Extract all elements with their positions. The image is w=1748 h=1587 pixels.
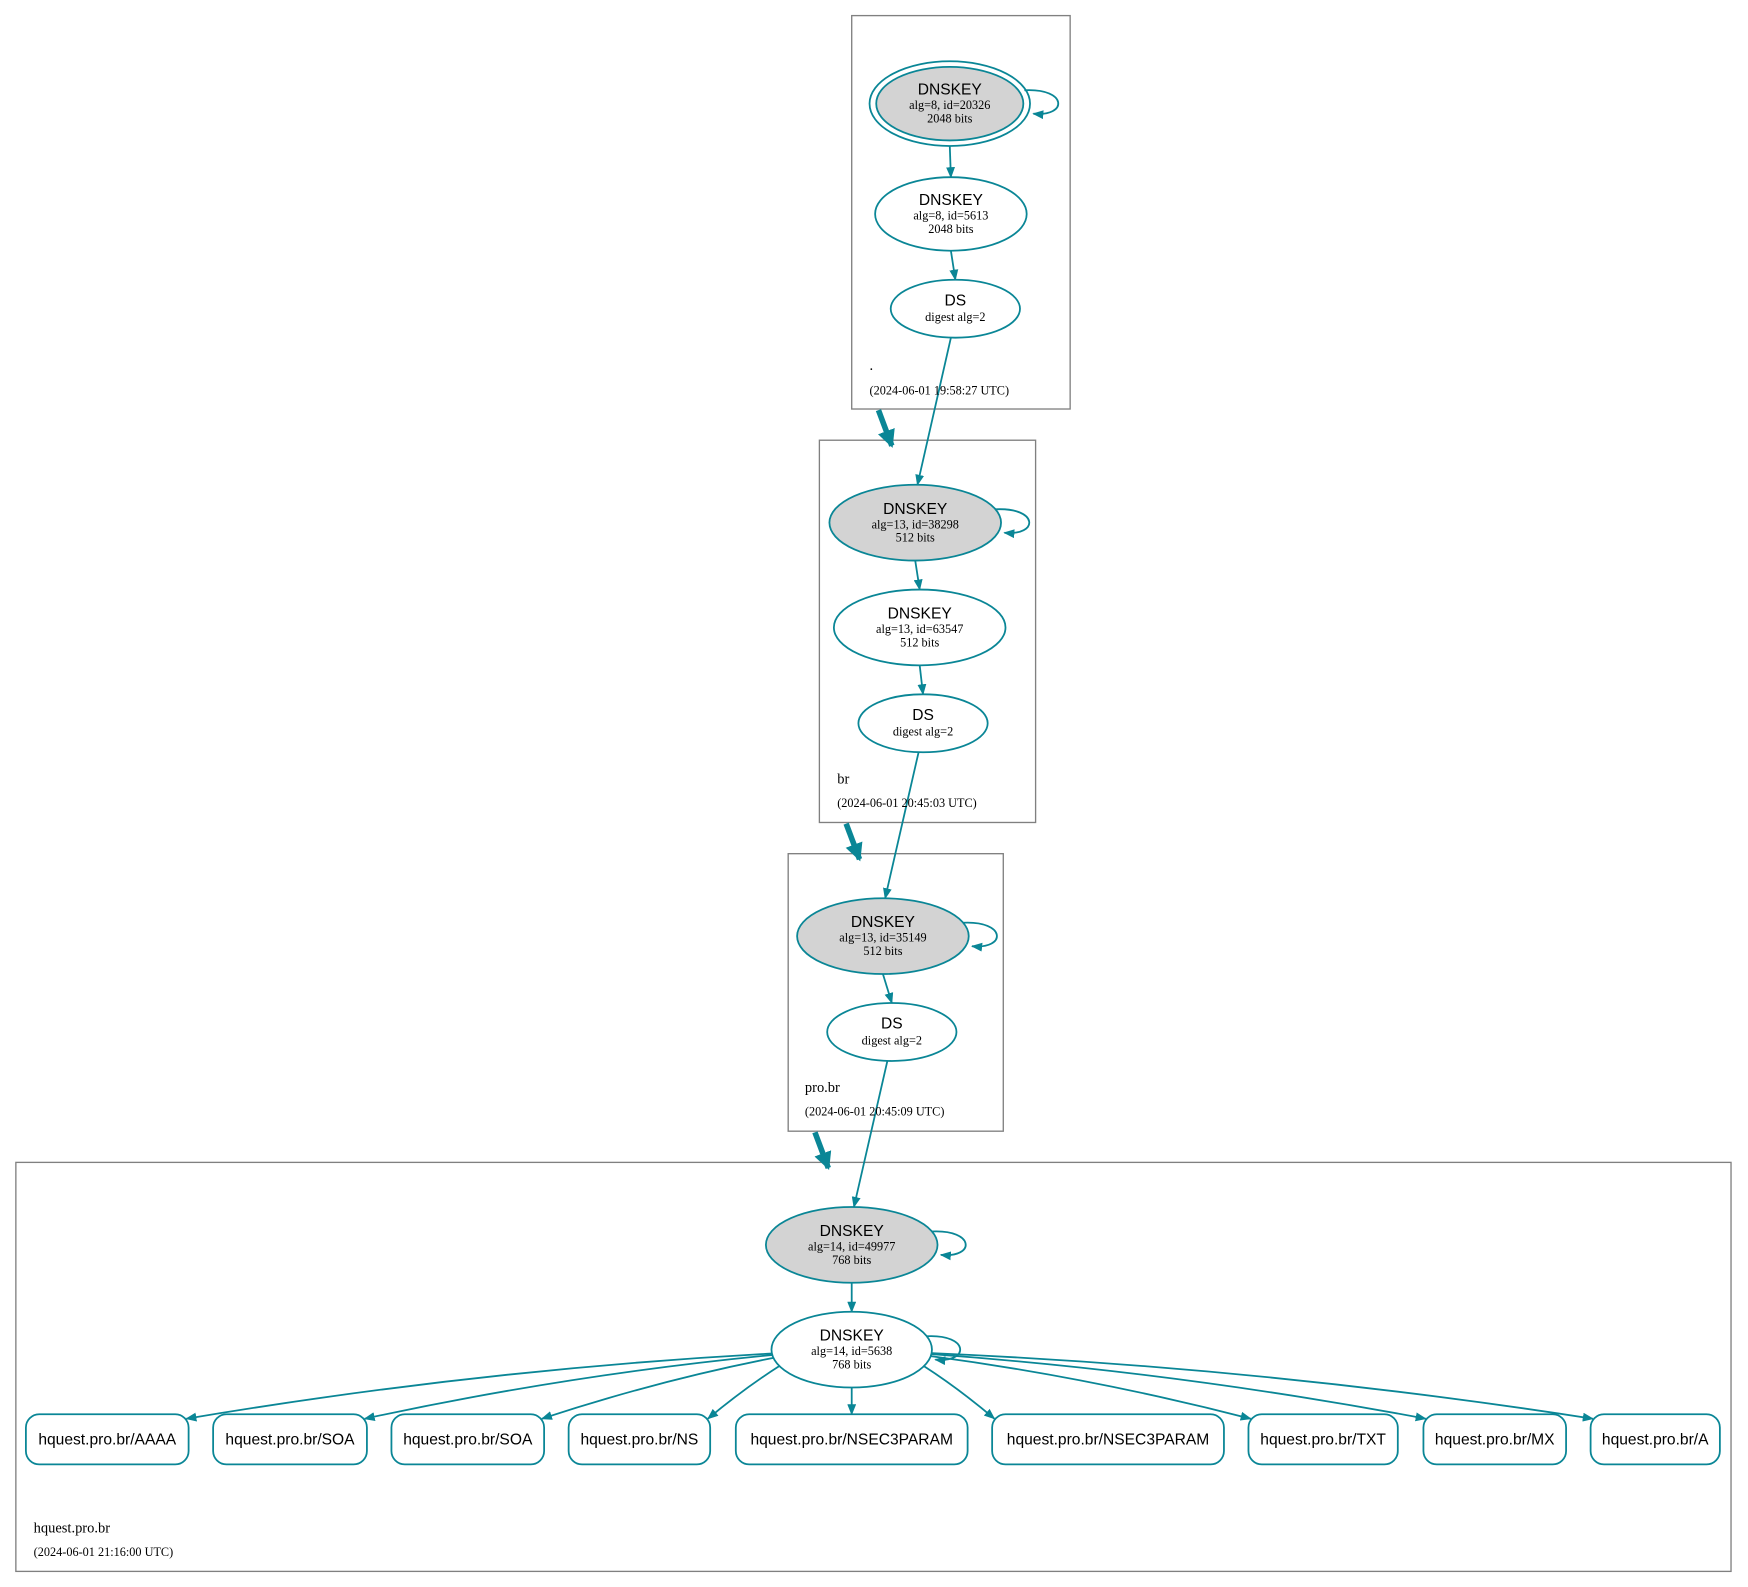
ds-node[interactable] bbox=[857, 693, 989, 754]
node-detail: 512 bits bbox=[863, 944, 902, 958]
node-detail: alg=8, id=5613 bbox=[913, 209, 988, 223]
ds-to-dnskey-edge bbox=[851, 1060, 889, 1209]
rrset-label: hquest.pro.br/SOA bbox=[225, 1431, 355, 1448]
signs-record-edge bbox=[930, 1355, 1252, 1421]
rrset-node[interactable] bbox=[734, 1413, 969, 1466]
zone-timestamp: (2024-06-01 21:16:00 UTC) bbox=[34, 1545, 174, 1559]
node-title: DNSKEY bbox=[918, 82, 983, 99]
node-detail: alg=13, id=38298 bbox=[872, 517, 959, 531]
self-sign-loop bbox=[926, 1335, 962, 1366]
zone-name: pro.br bbox=[805, 1080, 840, 1096]
node-title: DNSKEY bbox=[883, 501, 948, 518]
zone-timestamp: (2024-06-01 20:45:09 UTC) bbox=[805, 1105, 945, 1119]
rrset-node[interactable] bbox=[212, 1413, 368, 1466]
node-detail: 512 bits bbox=[896, 531, 935, 545]
ksk-node[interactable] bbox=[828, 483, 1002, 562]
signs-record-edge bbox=[923, 1365, 996, 1420]
self-sign-loop bbox=[1024, 89, 1060, 120]
node-detail: alg=13, id=63547 bbox=[876, 622, 963, 636]
signs-record-edge bbox=[185, 1352, 772, 1422]
signs-record-edge bbox=[540, 1356, 774, 1420]
node-title: DNSKEY bbox=[888, 606, 953, 623]
signs-edge bbox=[917, 665, 927, 696]
rrset-node[interactable] bbox=[1422, 1413, 1567, 1466]
signs-edge bbox=[913, 560, 923, 591]
signs-edge bbox=[946, 145, 955, 179]
signs-record-edge bbox=[931, 1353, 1427, 1422]
rrset-label: hquest.pro.br/SOA bbox=[403, 1431, 533, 1448]
rrset-node[interactable] bbox=[1589, 1413, 1721, 1466]
self-sign-loop bbox=[962, 921, 998, 952]
node-detail: digest alg=2 bbox=[893, 725, 953, 739]
node-detail: digest alg=2 bbox=[862, 1033, 922, 1047]
self-sign-loop bbox=[994, 508, 1031, 539]
rrset-node[interactable] bbox=[24, 1413, 190, 1466]
node-detail: alg=14, id=49977 bbox=[808, 1239, 895, 1253]
node-title: DNSKEY bbox=[820, 1223, 885, 1240]
rrset-label: hquest.pro.br/NSEC3PARAM bbox=[1007, 1431, 1210, 1448]
signs-record-edge bbox=[931, 1352, 1594, 1422]
zsk-node[interactable] bbox=[874, 176, 1028, 252]
signs-record-edge bbox=[707, 1365, 780, 1420]
ds-node[interactable] bbox=[826, 1002, 958, 1062]
node-detail: alg=14, id=5638 bbox=[811, 1344, 892, 1358]
rrset-node[interactable] bbox=[991, 1413, 1225, 1466]
ds-node[interactable] bbox=[889, 278, 1021, 339]
node-detail: alg=8, id=20326 bbox=[909, 98, 990, 112]
zone-cluster bbox=[851, 14, 1071, 410]
ds-to-dnskey-edge bbox=[883, 752, 920, 900]
signs-edge bbox=[882, 973, 894, 1005]
zone-name: br bbox=[837, 771, 849, 787]
node-detail: 512 bits bbox=[900, 635, 939, 649]
node-title: DS bbox=[912, 707, 934, 724]
rrset-label: hquest.pro.br/AAAA bbox=[38, 1431, 176, 1448]
zone-cluster bbox=[15, 1161, 1732, 1573]
rrset-node[interactable] bbox=[567, 1413, 712, 1466]
node-detail: digest alg=2 bbox=[925, 310, 985, 324]
zone-timestamp: (2024-06-01 20:45:03 UTC) bbox=[837, 796, 977, 810]
self-sign-loop bbox=[931, 1230, 967, 1261]
delegation-edge bbox=[875, 409, 895, 448]
zone-name: hquest.pro.br bbox=[34, 1520, 111, 1536]
node-detail: 768 bits bbox=[832, 1253, 871, 1267]
signs-record-edge bbox=[363, 1354, 773, 1421]
node-detail: 2048 bits bbox=[928, 222, 973, 236]
rrset-label: hquest.pro.br/NS bbox=[580, 1431, 698, 1448]
ksk-node[interactable] bbox=[868, 60, 1031, 147]
zone-name: . bbox=[870, 358, 874, 374]
node-title: DS bbox=[945, 292, 967, 309]
ksk-node[interactable] bbox=[765, 1206, 939, 1284]
delegation-edge bbox=[843, 822, 863, 862]
zone-timestamp: (2024-06-01 19:58:27 UTC) bbox=[870, 384, 1010, 398]
rrset-label: hquest.pro.br/A bbox=[1602, 1431, 1709, 1448]
node-detail: alg=13, id=35149 bbox=[839, 931, 926, 945]
zsk-node[interactable] bbox=[770, 1310, 933, 1389]
node-title: DS bbox=[881, 1016, 903, 1033]
rrset-label: hquest.pro.br/MX bbox=[1435, 1431, 1555, 1448]
rrset-label: hquest.pro.br/NSEC3PARAM bbox=[750, 1431, 953, 1448]
delegation-edge bbox=[812, 1131, 832, 1171]
ksk-node[interactable] bbox=[796, 897, 970, 975]
rrset-node[interactable] bbox=[1247, 1413, 1399, 1466]
node-title: DNSKEY bbox=[919, 192, 984, 209]
ds-to-dnskey-edge bbox=[915, 337, 952, 486]
node-detail: 768 bits bbox=[832, 1358, 871, 1372]
rrset-label: hquest.pro.br/TXT bbox=[1260, 1431, 1386, 1448]
zsk-node[interactable] bbox=[832, 588, 1007, 667]
signs-edge bbox=[949, 250, 959, 281]
node-title: DNSKEY bbox=[851, 914, 916, 931]
node-title: DNSKEY bbox=[820, 1328, 885, 1345]
rrset-node[interactable] bbox=[390, 1413, 546, 1466]
node-detail: 2048 bits bbox=[927, 112, 972, 126]
